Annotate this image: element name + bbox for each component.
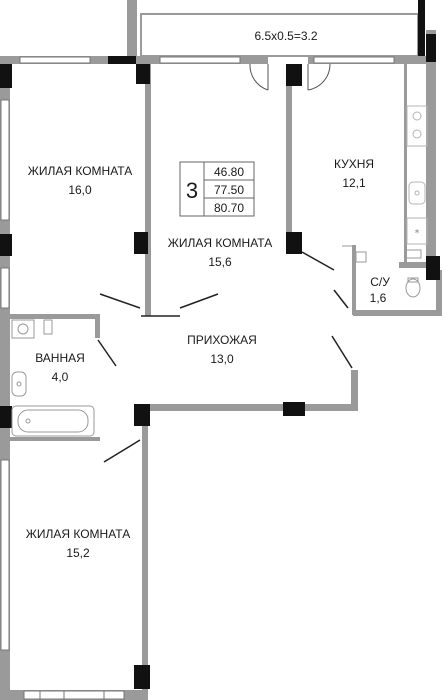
room-area: 15,2	[66, 546, 90, 560]
living-area-value: 46.80	[214, 165, 244, 179]
room-name: ЖИЛАЯ КОМНАТА	[168, 236, 272, 250]
total-area-value: 77.50	[214, 183, 244, 197]
area-summary-badge: 3 46.80 77.50 80.70	[179, 161, 255, 217]
door-leaves	[97, 251, 353, 463]
structural-columns	[0, 34, 440, 689]
room-name: ПРИХОЖАЯ	[187, 333, 257, 347]
room-area: 15,6	[208, 255, 232, 269]
balcony: 6.5x0.5=3.2	[127, 0, 425, 57]
rooms-count: 3	[186, 178, 198, 203]
room-living-2: ЖИЛАЯ КОМНАТА 15,6	[168, 236, 272, 269]
balcony-area-label: 6.5x0.5=3.2	[254, 29, 317, 43]
room-area: 13,0	[210, 352, 234, 366]
room-name: КУХНЯ	[334, 157, 374, 171]
svg-text:*: *	[415, 228, 420, 239]
room-area: 1,6	[370, 291, 387, 305]
total-with-balcony-value: 80.70	[214, 201, 244, 215]
room-bathroom: ВАННАЯ 4,0	[35, 351, 85, 384]
room-living-3: ЖИЛАЯ КОМНАТА 15,2	[26, 527, 130, 560]
washbasin-icon	[11, 319, 53, 397]
room-wc: С/У 1,6	[370, 275, 391, 305]
stove-icon	[406, 105, 428, 147]
fridge-icon: *	[406, 217, 428, 245]
washing-machine-icon	[11, 319, 35, 339]
room-area: 4,0	[52, 370, 69, 384]
bathtub-icon	[11, 405, 95, 437]
room-name: ВАННАЯ	[35, 351, 85, 365]
toilet-icon	[342, 245, 422, 298]
room-name: ЖИЛАЯ КОМНАТА	[28, 164, 132, 178]
room-kitchen: КУХНЯ 12,1	[334, 157, 374, 190]
room-name: ЖИЛАЯ КОМНАТА	[26, 527, 130, 541]
room-area: 12,1	[342, 176, 366, 190]
sink-icon	[408, 181, 426, 205]
room-hall: ПРИХОЖАЯ 13,0	[187, 333, 257, 366]
door-swing-icon	[249, 63, 331, 91]
interior-walls	[4, 64, 436, 441]
window-icon	[0, 56, 395, 700]
room-area: 16,0	[68, 183, 92, 197]
room-living-1: ЖИЛАЯ КОМНАТА 16,0	[28, 164, 132, 197]
room-name: С/У	[370, 275, 390, 289]
